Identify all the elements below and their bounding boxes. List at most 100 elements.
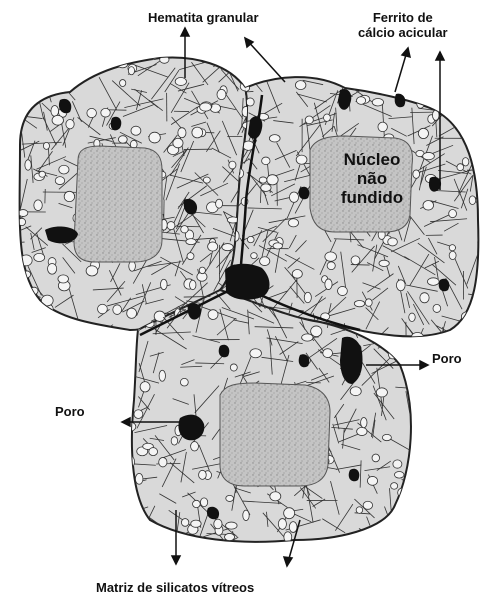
hematite-granule bbox=[361, 417, 367, 427]
hematite-granule bbox=[186, 239, 196, 245]
hematite-granule bbox=[199, 267, 205, 274]
label-matriz-silicatos: Matriz de silicatos vítreos bbox=[96, 580, 254, 595]
hematite-granule bbox=[262, 157, 270, 165]
hematite-granule bbox=[386, 339, 397, 346]
hematite-granule bbox=[191, 442, 199, 451]
hematite-granule bbox=[367, 476, 377, 485]
arrowhead-icon bbox=[402, 48, 410, 57]
hematite-granule bbox=[129, 261, 136, 271]
needle bbox=[359, 528, 389, 543]
needle bbox=[477, 162, 495, 175]
needle bbox=[369, 536, 384, 561]
hematite-granule bbox=[193, 500, 201, 507]
hematite-granule bbox=[173, 138, 183, 148]
needle bbox=[112, 478, 129, 514]
hematite-granule bbox=[423, 152, 435, 159]
hematite-granule bbox=[250, 349, 262, 358]
hematite-granule bbox=[178, 128, 186, 138]
hematite-granule bbox=[58, 275, 69, 283]
hematite-granule bbox=[200, 498, 207, 507]
hematite-granule bbox=[243, 510, 249, 520]
hematite-granule bbox=[39, 171, 45, 177]
hematite-granule bbox=[455, 338, 461, 348]
hematite-granule bbox=[469, 196, 476, 205]
hematite-granule bbox=[388, 349, 396, 359]
hematite-granule bbox=[376, 388, 387, 397]
needle bbox=[124, 331, 129, 359]
hematite-granule bbox=[128, 67, 134, 75]
hematite-granule bbox=[327, 262, 335, 270]
hematite-granule bbox=[222, 244, 233, 251]
hematite-granule bbox=[372, 454, 379, 462]
hematite-granule bbox=[296, 155, 307, 164]
hematite-granule bbox=[134, 410, 143, 419]
hematite-granule bbox=[149, 132, 160, 143]
hematite-granule bbox=[414, 409, 422, 419]
hematite-granule bbox=[288, 219, 298, 227]
needle bbox=[381, 535, 383, 561]
hematite-granule bbox=[128, 456, 134, 467]
hematite-granule bbox=[316, 71, 327, 78]
hematite-granule bbox=[270, 492, 281, 501]
hematite-granule bbox=[140, 382, 150, 392]
hematite-granule bbox=[52, 115, 63, 125]
hematite-granule bbox=[456, 65, 466, 75]
hematite-granule bbox=[376, 70, 388, 77]
hematite-granule bbox=[432, 91, 443, 99]
hematite-granule bbox=[423, 200, 434, 210]
hematite-granule bbox=[269, 135, 280, 142]
hematite-granule bbox=[418, 128, 428, 138]
hematite-granule bbox=[351, 256, 360, 265]
hematite-granule bbox=[64, 55, 70, 63]
hematite-granule bbox=[187, 253, 194, 260]
needle bbox=[28, 67, 57, 76]
hematite-granule bbox=[344, 75, 352, 82]
hematite-granule bbox=[159, 457, 167, 467]
needle bbox=[393, 541, 397, 574]
hematite-granule bbox=[325, 279, 332, 290]
hematite-granule bbox=[338, 286, 348, 295]
hematite-granule bbox=[420, 293, 429, 303]
arrowhead-icon bbox=[420, 361, 428, 369]
hematite-granule bbox=[86, 266, 98, 276]
hematite-granule bbox=[125, 468, 131, 478]
needle bbox=[8, 270, 27, 296]
hematite-granule bbox=[229, 161, 236, 169]
needle bbox=[73, 327, 99, 355]
hematite-granule bbox=[461, 312, 472, 321]
needle bbox=[80, 325, 113, 346]
hematite-granule bbox=[127, 308, 137, 318]
hematite-granule bbox=[118, 136, 127, 143]
hematite-granule bbox=[245, 78, 252, 86]
needle bbox=[62, 63, 65, 91]
needle bbox=[476, 282, 479, 296]
hematite-granule bbox=[159, 370, 165, 381]
needle bbox=[387, 525, 408, 559]
hematite-granule bbox=[131, 126, 141, 135]
hematite-granule bbox=[425, 336, 432, 344]
hematite-granule bbox=[396, 280, 405, 291]
hematite-granule bbox=[171, 437, 177, 445]
needle bbox=[411, 386, 413, 409]
label-hematita-granular: Hematita granular bbox=[148, 10, 259, 25]
label-nucleo-line3: fundido bbox=[327, 188, 417, 207]
needle bbox=[62, 64, 86, 77]
needle bbox=[28, 312, 45, 340]
hematite-granule bbox=[284, 508, 295, 519]
label-ferrito-line1: Ferrito de bbox=[358, 10, 448, 25]
hematite-granule bbox=[167, 222, 175, 230]
needle bbox=[121, 369, 128, 385]
hematite-granule bbox=[311, 326, 322, 337]
hematite-granule bbox=[226, 495, 234, 501]
needle bbox=[34, 85, 48, 89]
hematite-granule bbox=[190, 280, 196, 289]
needle bbox=[0, 289, 23, 299]
needle bbox=[44, 80, 71, 85]
needle bbox=[155, 540, 159, 563]
hematite-granule bbox=[295, 81, 306, 90]
needle bbox=[53, 326, 59, 357]
hematite-granule bbox=[304, 292, 311, 302]
hematite-granule bbox=[372, 99, 383, 106]
hematite-granule bbox=[181, 226, 189, 233]
